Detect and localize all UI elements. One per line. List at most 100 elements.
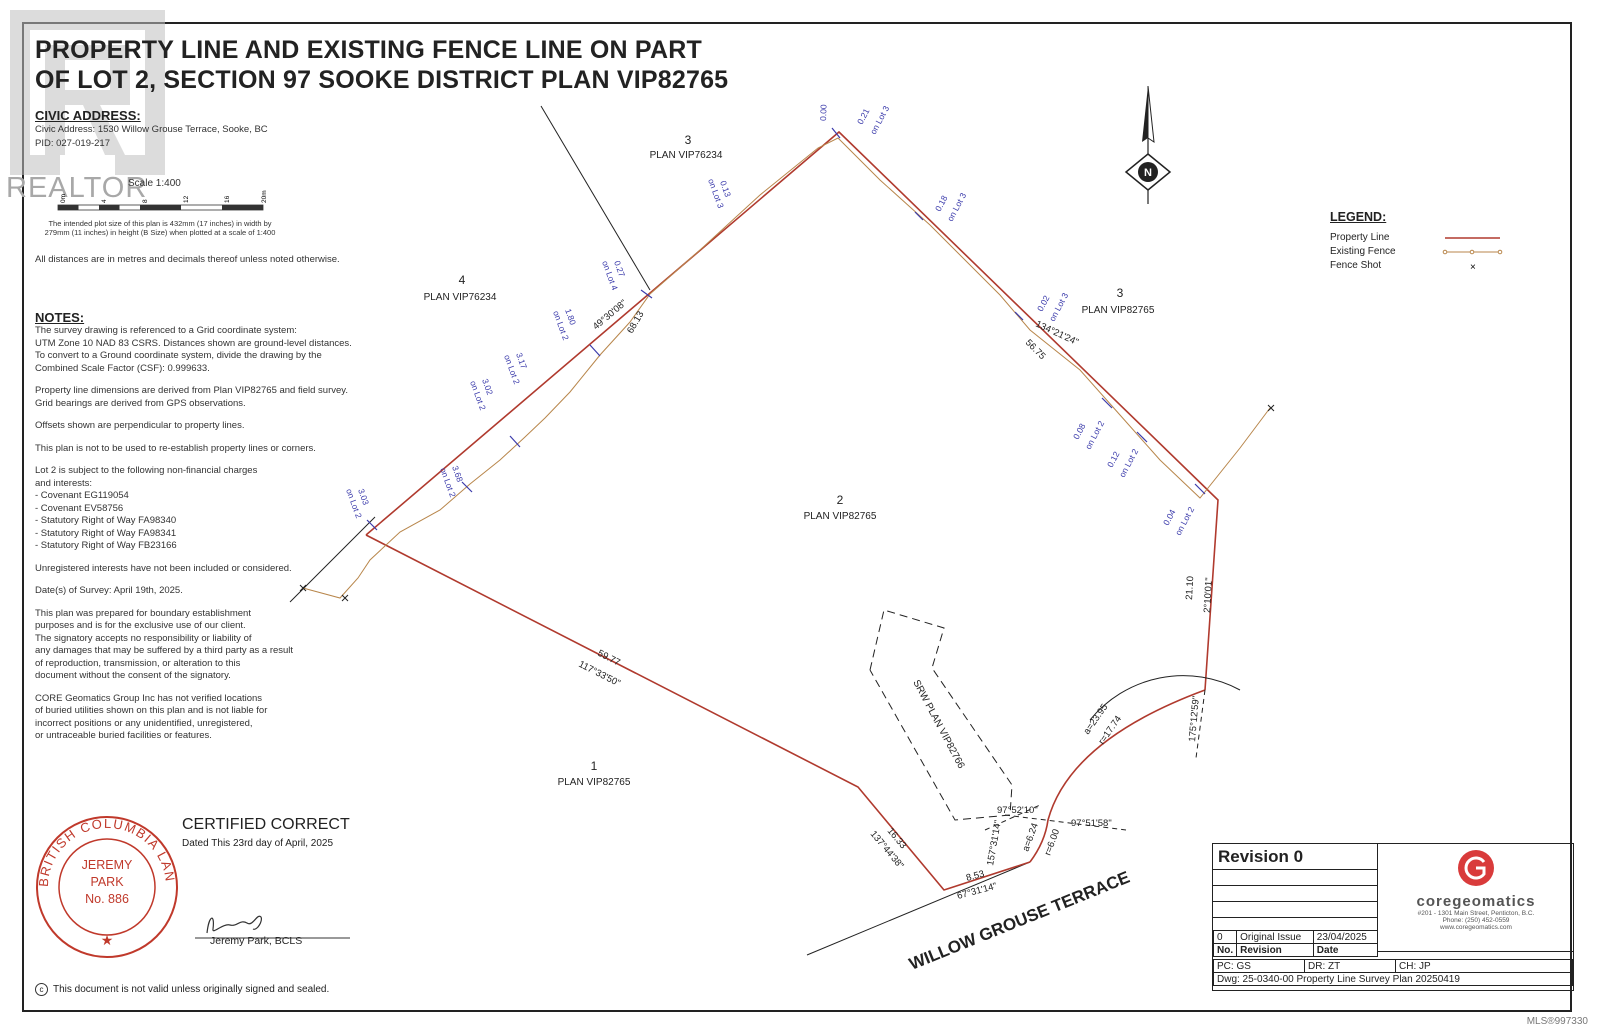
legend: LEGEND: Property Line Existing Fence Fen… (1330, 210, 1396, 274)
offset-label: 0.04 (1161, 507, 1178, 527)
signature-line (195, 915, 350, 939)
scale-tick-16: 16 (224, 195, 231, 203)
certified-heading: CERTIFIED CORRECT (182, 816, 350, 833)
company-name: coregeomatics (1416, 893, 1536, 910)
east-bearing: 2°10'01" (1202, 577, 1215, 613)
plan-title-line2: OF LOT 2, SECTION 97 SOOKE DISTRICT PLAN… (35, 66, 729, 94)
revision-grid (1213, 870, 1378, 930)
offset-label: 0.18 (933, 193, 950, 213)
radial-line (1004, 814, 1127, 831)
title-block: Revision 0 coregeomatics #201 - 1301 Mai… (1212, 843, 1574, 991)
seal-number: No. 886 (85, 892, 129, 906)
property-line-south (365, 534, 1031, 891)
signatory-name: Jeremy Park, BCLS (210, 935, 303, 947)
offset-label: 0.12 (1105, 449, 1122, 469)
civic-pid: PID: 027-019-217 (35, 138, 110, 149)
company-phone: Phone: (250) 452-0559 (1442, 917, 1510, 924)
revision-table: 0 Original Issue 23/04/2025 No. Revision… (1212, 930, 1379, 957)
seal-name-first: JEREMY (82, 858, 133, 872)
lot-2-number: 2 (837, 493, 844, 507)
validity-note-text: This document is not valid unless origin… (53, 984, 330, 995)
offset-label: on Lot 3 (1047, 291, 1070, 323)
srw-outline (869, 609, 1013, 821)
revision-description: Original Issue (1236, 930, 1314, 944)
lot-3-east-number: 3 (1117, 286, 1124, 300)
project-coordinator: PC: GS (1213, 959, 1305, 973)
bearing-label-1: 97°52'10" (997, 805, 1038, 816)
revision-date: 23/04/2025 (1312, 930, 1379, 944)
offset-label: on Lot 2 (1173, 505, 1196, 537)
scale-tick-4: 4 (101, 199, 108, 203)
road-name: WILLOW GROUSE TERRACE (906, 868, 1132, 974)
distances-note: All distances are in metres and decimals… (35, 254, 340, 265)
offset-label: 0.00 (818, 104, 829, 121)
bearing-label-2: 97°51'58" (1071, 818, 1112, 829)
col-revision: Revision (1236, 943, 1314, 957)
legend-item-label: Property Line (1330, 232, 1390, 243)
col-no: No. (1212, 943, 1238, 957)
lot-line-extension (540, 105, 651, 291)
legend-heading: LEGEND: (1330, 210, 1387, 224)
offset-label: on Lot 2 (1083, 419, 1106, 451)
road-line (806, 861, 1031, 956)
offset-label: on Lot 2 (1117, 447, 1140, 479)
cul-de-sac-arc (1089, 675, 1241, 721)
plot-size-note-line2: 279mm (11 inches) in height (B Size) whe… (44, 228, 276, 237)
civic-address: Civic Address: 1530 Willow Grouse Terrac… (35, 124, 268, 135)
east-distance: 21.10 (1184, 576, 1196, 600)
surveyor-seal: BRITISH COLUMBIA LAND SURVEYOR JEREMY PA… (32, 812, 178, 958)
seal-star-icon: ★ (101, 932, 114, 948)
legend-item-existing-fence: Existing Fence (1330, 246, 1396, 260)
note-paragraph: The survey drawing is referenced to a Gr… (35, 325, 352, 374)
certified-date: Dated This 23rd day of April, 2025 (182, 838, 334, 849)
note-paragraph: Lot 2 is subject to the following non-fi… (35, 465, 258, 551)
scale-tick-20: 20m (261, 190, 266, 203)
small-curve-arc: a=6.24 (1020, 822, 1040, 853)
scale-tick-12: 12 (183, 195, 190, 203)
legend-item-property-line: Property Line (1330, 232, 1396, 246)
offset-label: on Lot 3 (868, 104, 891, 136)
lot-1-plan: PLAN VIP82765 (558, 777, 631, 788)
radial-line (1195, 689, 1206, 759)
drafted-by: DR: ZT (1304, 959, 1396, 973)
scale-bar: 0m 4 8 12 16 20m (57, 190, 266, 211)
notes-heading: NOTES: (35, 310, 85, 325)
plot-size-note-line1: The intended plot size of this plan is 4… (48, 219, 272, 228)
company-block: coregeomatics #201 - 1301 Main Street, P… (1378, 844, 1574, 952)
fence-shots (299, 404, 1275, 602)
nw-distance: 68.13 (625, 309, 646, 335)
property-line-curve (1029, 689, 1206, 863)
lot-line-extension (289, 516, 376, 603)
col-date: Date (1312, 943, 1379, 957)
legend-item-label: Fence Shot (1330, 260, 1382, 271)
note-paragraph: This plan is not to be used to re-establ… (35, 442, 316, 454)
lot-1-number: 1 (591, 759, 598, 773)
lot-4-number: 4 (459, 273, 466, 287)
note-paragraph: This plan was prepared for boundary esta… (35, 607, 294, 682)
company-logo-icon (1458, 850, 1494, 886)
revision-number: 0 (1212, 930, 1238, 944)
scale-tick-0: 0m (60, 194, 67, 203)
copyright-icon: c (35, 983, 48, 996)
plan-title: PROPERTY LINE AND EXISTING FENCE LINE ON… (35, 35, 728, 95)
lot-4-plan: PLAN VIP76234 (424, 292, 497, 303)
offset-ticks (366, 127, 1206, 531)
lot-3-east-plan: PLAN VIP82765 (1082, 305, 1155, 316)
seal-name-last: PARK (90, 875, 124, 889)
legend-item-fence-shot: Fence Shot (1330, 260, 1396, 274)
property-lines (365, 130, 1219, 891)
civic-heading: CIVIC ADDRESS: (35, 108, 141, 123)
realtor-watermark (10, 10, 165, 175)
offset-label: 0.02 (1035, 293, 1052, 313)
plan-title-line1: PROPERTY LINE AND EXISTING FENCE LINE ON… (35, 36, 702, 64)
bearing-label-4: 175°12'59" (1187, 695, 1202, 742)
note-paragraph: Property line dimensions are derived fro… (35, 385, 348, 409)
lot-3-number: 3 (685, 133, 692, 147)
company-web: www.coregeomatics.com (1440, 924, 1512, 931)
lot-3-plan: PLAN VIP76234 (650, 150, 723, 161)
srw-plan-label: SRW PLAN VIP82766 (910, 678, 966, 771)
note-paragraph: Date(s) of Survey: April 19th, 2025. (35, 585, 183, 596)
offset-label: on Lot 3 (945, 191, 968, 223)
mls-number: MLS®997330 (1526, 1016, 1588, 1027)
